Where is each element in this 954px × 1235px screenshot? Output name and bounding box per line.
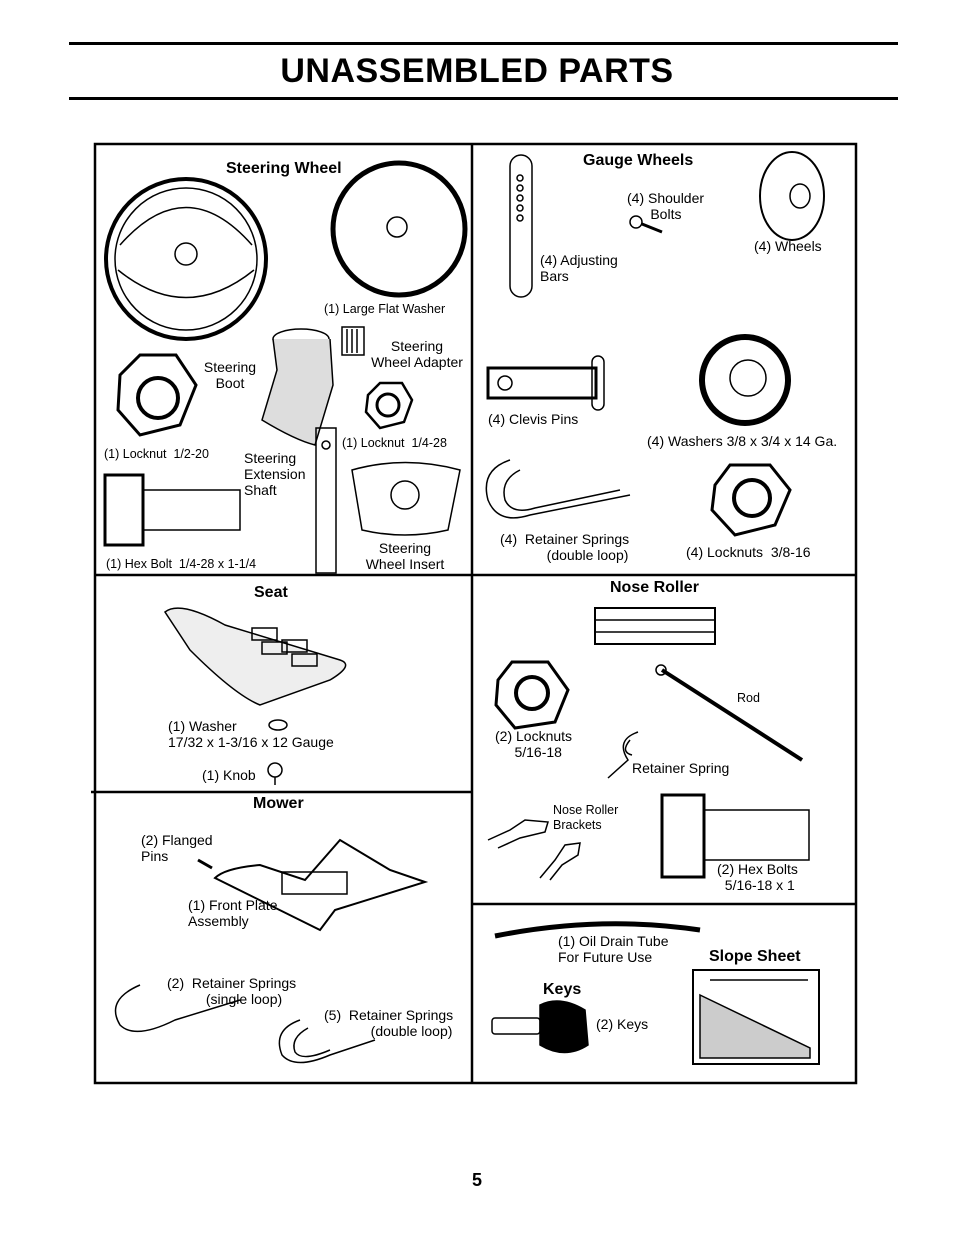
extension-shaft-label: Steering Extension Shaft — [244, 450, 306, 498]
locknut-3-8-icon — [710, 463, 792, 537]
front-plate-assembly-icon — [213, 838, 429, 932]
steering-wheel-icon — [104, 177, 268, 341]
rod-icon — [655, 664, 804, 762]
oil-drain-tube-icon — [494, 921, 701, 939]
oil-drain-tube-label: (1) Oil Drain Tube For Future Use — [558, 933, 669, 965]
gauge-wheels-heading: Gauge Wheels — [583, 152, 694, 169]
retainer-spring-icon — [607, 731, 639, 779]
shoulder-bolt-icon — [629, 215, 663, 234]
steering-wheel-insert-icon — [351, 461, 461, 536]
clevis-pins-label: (4) Clevis Pins — [488, 411, 579, 427]
gauge-wheel-icon — [759, 151, 825, 241]
seat-heading: Seat — [254, 584, 288, 601]
knob-label: (1) Knob — [202, 767, 256, 783]
slope-sheet-icon — [692, 969, 820, 1065]
front-plate-assembly-label: (1) Front Plate Assembly — [188, 897, 278, 929]
seat-icon — [163, 607, 347, 706]
extension-shaft-icon — [315, 427, 337, 574]
retainer-spring-double-mower-icon — [278, 1019, 376, 1064]
shoulder-bolts-label: (4) Shoulder Bolts — [627, 190, 705, 222]
locknuts-3-8-label: (4) Locknuts 3/8-16 — [686, 544, 811, 560]
retainer-spring-single-icon — [114, 984, 241, 1033]
large-flat-washer-label: (1) Large Flat Washer — [324, 302, 446, 316]
hex-bolt-icon — [103, 473, 241, 547]
seat-washer-icon — [268, 719, 288, 731]
locknut-half-label: (1) Locknut 1/2-20 — [104, 447, 209, 461]
steering-wheel-adapter-label: Steering Wheel Adapter — [371, 338, 463, 370]
retainer-springs-single-label: (2) Retainer Springs (single loop) — [167, 975, 297, 1007]
locknut-quarter-label: (1) Locknut 1/4-28 — [342, 436, 447, 450]
steering-boot-label: Steering Boot — [203, 359, 257, 391]
retainer-spring-label: Retainer Spring — [632, 760, 730, 776]
keys-label: (2) Keys — [596, 1016, 649, 1032]
hex-bolts-5-16-label: (2) Hex Bolts 5/16-18 x 1 — [717, 861, 798, 893]
washer-icon — [699, 334, 791, 426]
keys-heading: Keys — [543, 981, 582, 998]
knob-icon — [267, 762, 283, 785]
locknut-5-16-icon — [494, 660, 570, 730]
wheels-label: (4) Wheels — [754, 238, 822, 254]
retainer-springs-double-label: (4) Retainer Springs (double loop) — [500, 531, 630, 563]
slope-sheet-heading: Slope Sheet — [709, 948, 801, 965]
steering-wheel-adapter-icon — [341, 326, 365, 356]
nose-roller-brackets-label: Nose Roller Brackets — [553, 803, 619, 832]
locknuts-5-16-label: (2) Locknuts 5/16-18 — [495, 728, 573, 760]
hex-bolt-5-16-icon — [660, 793, 810, 879]
adjusting-bar-icon — [509, 154, 533, 298]
steering-wheel-insert-label: Steering Wheel Insert — [365, 540, 445, 572]
title-underline — [69, 97, 898, 100]
large-flat-washer-icon — [330, 160, 468, 298]
rod-label: Rod — [737, 691, 760, 705]
adjusting-bars-label: (4) Adjusting Bars — [540, 252, 618, 284]
steering-wheel-heading: Steering Wheel — [226, 160, 342, 177]
locknut-quarter-icon — [364, 381, 414, 430]
steering-boot-icon — [261, 328, 334, 446]
clevis-pin-icon — [486, 355, 605, 411]
flanged-pins-label: (2) Flanged Pins — [141, 832, 213, 864]
washers-label: (4) Washers 3/8 x 3/4 x 14 Ga. — [647, 433, 838, 449]
retainer-spring-double-icon — [485, 459, 631, 519]
mower-heading: Mower — [253, 795, 304, 812]
flanged-pin-icon — [197, 858, 213, 870]
nose-roller-heading: Nose Roller — [610, 579, 699, 596]
seat-washer-label: (1) Washer 17/32 x 1-3/16 x 12 Gauge — [168, 718, 334, 750]
parts-grid — [91, 142, 858, 1085]
page-title: UNASSEMBLED PARTS — [280, 52, 674, 90]
key-icon — [491, 1000, 589, 1054]
hex-bolt-label: (1) Hex Bolt 1/4-28 x 1-1/4 — [106, 557, 257, 571]
page-number: 5 — [471, 1170, 482, 1190]
top-rule — [69, 42, 898, 45]
locknut-half-icon — [116, 353, 198, 437]
nose-roller-icon — [594, 607, 716, 645]
retainer-springs-double-mower-label: (5) Retainer Springs (double loop) — [324, 1007, 454, 1039]
nose-roller-bracket-icon — [487, 819, 581, 881]
